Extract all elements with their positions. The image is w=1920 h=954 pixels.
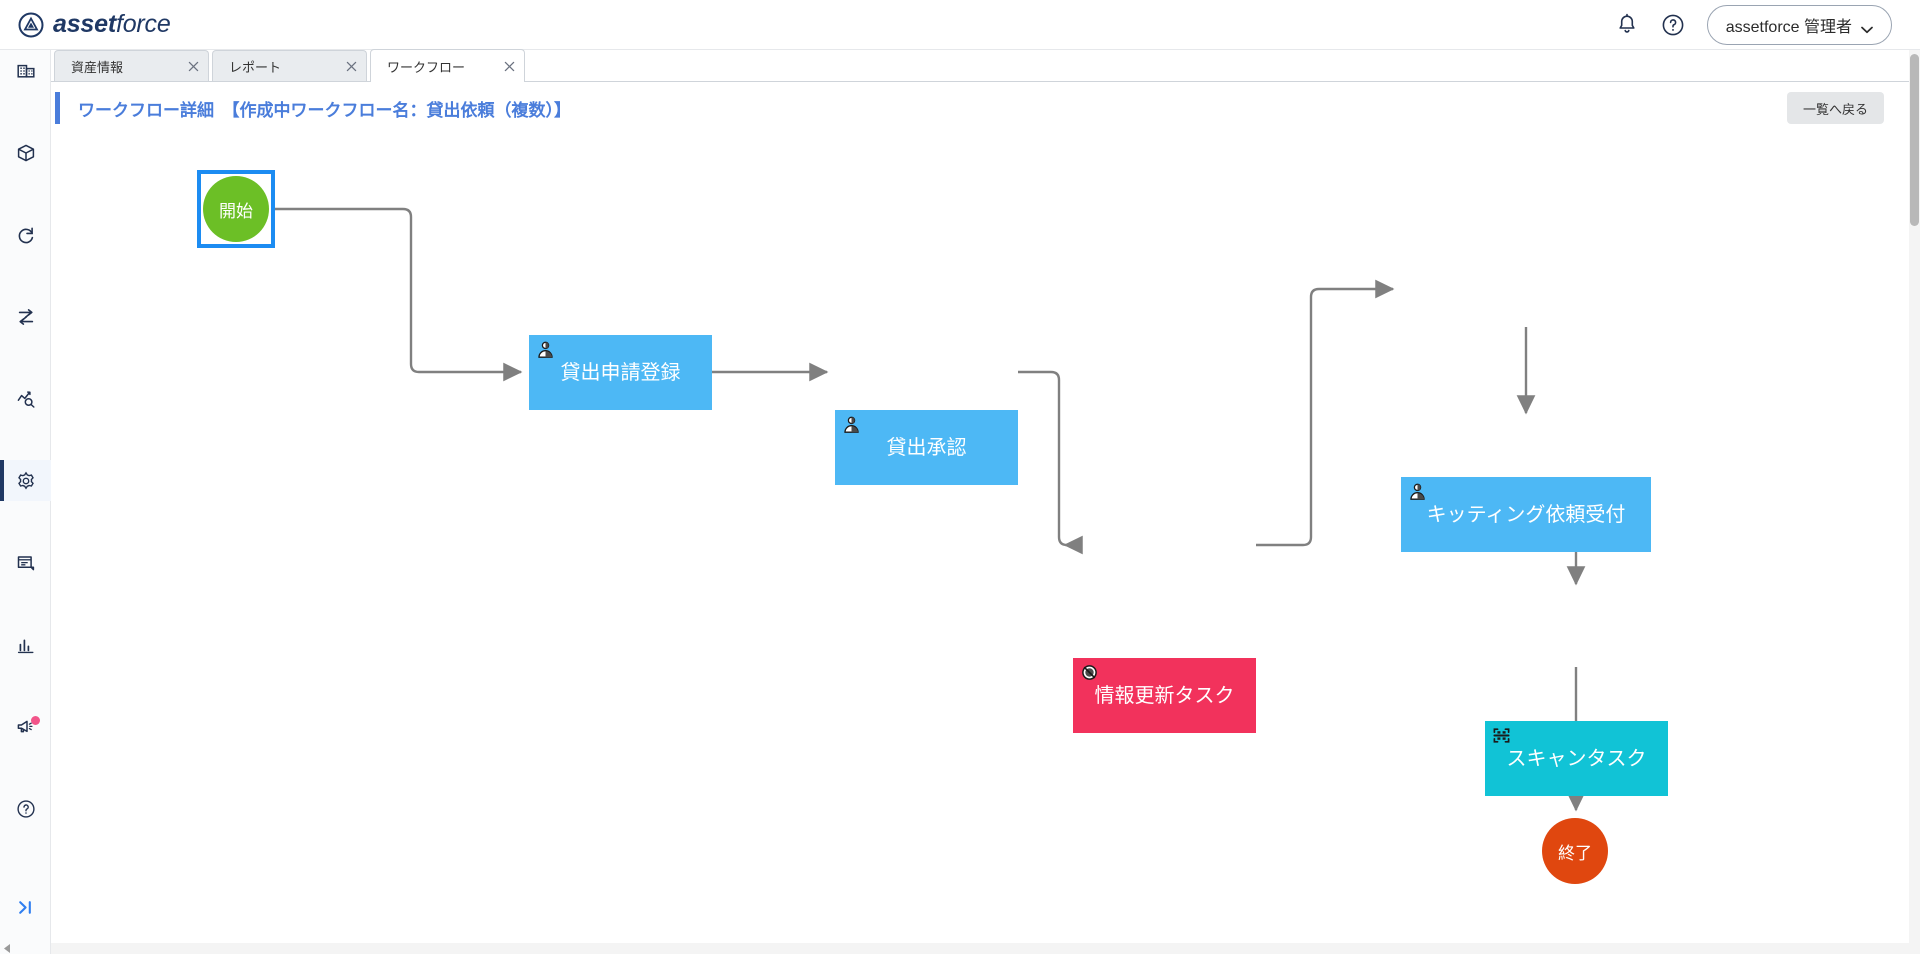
close-icon[interactable] <box>502 59 516 73</box>
bar-chart-icon <box>16 635 36 655</box>
chart-search-icon <box>16 389 36 409</box>
sidebar-rail <box>0 50 51 954</box>
tab-label: 資産情報 <box>71 59 124 75</box>
workflow-node-loan-request[interactable]: 貸出申請登録 <box>529 335 712 410</box>
app-header: assetforce assetforce 管理者 <box>0 0 1920 50</box>
tab-label: レポート <box>229 59 282 75</box>
tab-label: ワークフロー <box>387 59 466 75</box>
sidebar-item-transfer[interactable] <box>0 296 51 337</box>
building-grid-icon <box>16 61 36 81</box>
refresh-arrow-icon <box>16 225 36 245</box>
brand-logo[interactable]: assetforce <box>18 10 171 39</box>
vertical-scrollbar-thumb[interactable] <box>1910 54 1919 226</box>
megaphone-icon <box>16 717 36 737</box>
node-label: キッティング依頼受付 <box>1426 503 1626 526</box>
node-label: 終了 <box>1558 843 1592 863</box>
help-circle-icon[interactable] <box>1661 13 1685 37</box>
sidebar-item-messages[interactable] <box>0 542 51 583</box>
workflow-node-kitting-request[interactable]: キッティング依頼受付 <box>1401 477 1651 552</box>
title-accent-bar <box>55 92 60 124</box>
close-icon[interactable] <box>186 59 200 73</box>
workflow-canvas[interactable]: 開始 貸出申請登録 貸出承認 <box>51 134 1920 954</box>
sidebar-item-inventory[interactable] <box>0 132 51 173</box>
workflow-node-loan-approval[interactable]: 貸出承認 <box>835 410 1018 485</box>
tab-strip: 資産情報 レポート ワークフロー <box>51 49 1920 82</box>
sidebar-item-assets[interactable] <box>0 50 51 91</box>
node-shape-circle: 開始 <box>203 176 269 242</box>
node-label: 開始 <box>219 201 253 221</box>
close-icon[interactable] <box>344 59 358 73</box>
user-name-label: assetforce 管理者 <box>1725 18 1852 36</box>
chat-window-icon <box>16 553 36 573</box>
user-task-icon <box>1408 482 1427 501</box>
gear-icon <box>16 471 36 491</box>
brand-wordmark: assetforce <box>53 10 171 39</box>
sidebar-item-analysis[interactable] <box>0 378 51 419</box>
scan-qr-icon <box>1492 726 1511 745</box>
user-task-icon <box>536 340 555 359</box>
node-label: 貸出承認 <box>886 436 967 459</box>
chevron-down-icon <box>1861 21 1873 33</box>
help-circle-icon <box>16 799 36 819</box>
tab-asset-info[interactable]: 資産情報 <box>54 50 209 81</box>
page-title: ワークフロー詳細 【作成中ワークフロー名：貸出依頼（複数）】 <box>78 100 571 120</box>
sidebar-collapse-button[interactable] <box>0 892 51 928</box>
back-to-list-button[interactable]: 一覧へ戻る <box>1786 92 1884 124</box>
node-label: 貸出申請登録 <box>560 361 681 384</box>
sidebar-item-refresh[interactable] <box>0 214 51 255</box>
sidebar-item-settings[interactable] <box>0 460 51 501</box>
system-task-icon <box>1080 663 1099 682</box>
brand-italic: force <box>115 10 171 38</box>
horizontal-scrollbar[interactable] <box>51 943 1920 954</box>
user-menu-button[interactable]: assetforce 管理者 <box>1706 4 1892 45</box>
node-label: スキャンタスク <box>1506 747 1647 770</box>
sidebar-item-reports[interactable] <box>0 624 51 665</box>
chevron-left-icon[interactable] <box>1 943 13 954</box>
sidebar-item-help[interactable] <box>0 788 51 829</box>
node-label: 情報更新タスク <box>1094 684 1235 707</box>
tab-workflow[interactable]: ワークフロー <box>370 49 525 82</box>
workflow-node-scan-task[interactable]: スキャンタスク <box>1485 721 1668 796</box>
brand-bold: asset <box>53 10 116 38</box>
triangle-in-circle-logo-icon <box>18 12 44 38</box>
sidebar-item-announcements[interactable] <box>0 706 51 747</box>
shuffle-arrows-icon <box>16 307 36 327</box>
tab-report[interactable]: レポート <box>212 50 367 81</box>
workflow-node-end[interactable]: 終了 <box>1542 818 1608 884</box>
workflow-node-info-update-1[interactable]: 情報更新タスク <box>1073 658 1256 733</box>
notification-badge-dot <box>31 716 40 725</box>
header-actions: assetforce 管理者 <box>1615 4 1892 45</box>
user-task-icon <box>842 415 861 434</box>
expand-panel-icon <box>16 898 35 922</box>
vertical-scrollbar[interactable] <box>1909 50 1920 954</box>
page-title-bar: ワークフロー詳細 【作成中ワークフロー名：貸出依頼（複数）】 一覧へ戻る <box>51 82 1920 134</box>
notification-bell-icon[interactable] <box>1615 13 1639 37</box>
box-3d-icon <box>16 143 36 163</box>
